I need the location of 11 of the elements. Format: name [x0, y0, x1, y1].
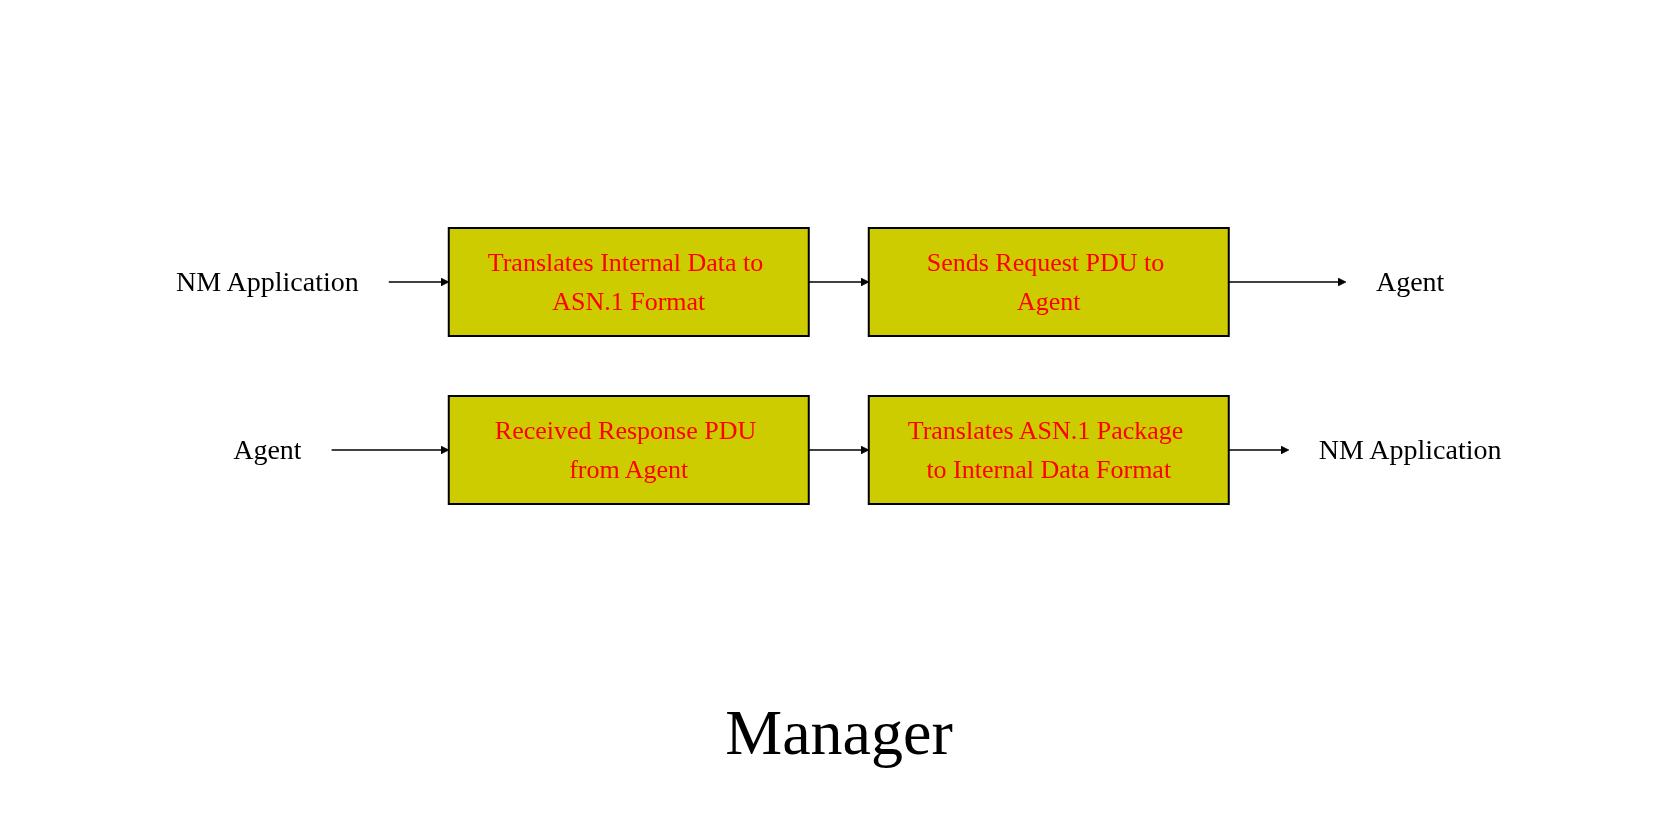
node-box: Translates ASN.1 Package to Internal Data Format — [868, 395, 1230, 505]
node-box: Translates Internal Data to ASN.1 Format — [448, 227, 810, 337]
node-box: Received Response PDU from Agent — [448, 395, 810, 505]
node-text: NM Application — [1319, 434, 1502, 465]
node-text: Agent — [1376, 266, 1445, 297]
arrow — [331, 445, 450, 455]
node-text: NM Application — [176, 266, 359, 297]
arrow — [388, 277, 450, 287]
node-box: Sends Request PDU to Agent — [868, 227, 1230, 337]
node-text: Agent — [233, 434, 302, 465]
diagram-label: Manager — [725, 696, 953, 770]
